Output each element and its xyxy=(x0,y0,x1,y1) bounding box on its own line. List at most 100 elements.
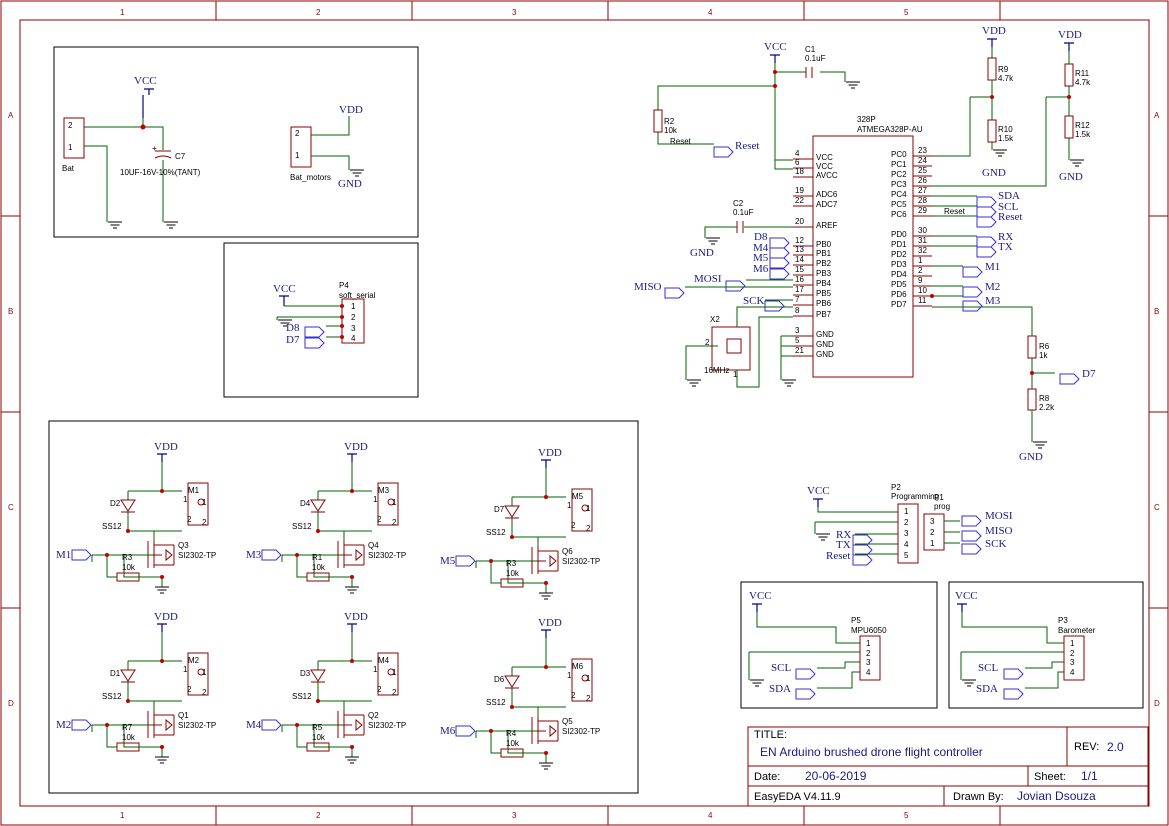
ground-icon xyxy=(749,679,765,687)
r10-label: R10 xyxy=(998,125,1013,134)
diode-ref: D6 xyxy=(494,675,505,684)
motor-connector xyxy=(187,482,209,526)
net-flag-icon xyxy=(976,216,997,228)
mcu-pin-name: PD4 xyxy=(891,270,907,279)
resistor-wire xyxy=(106,725,162,748)
vcc-label: VCC xyxy=(273,283,296,295)
vdd-label: VDD xyxy=(154,611,178,623)
motor-pin2-b: 2 xyxy=(586,524,591,533)
mcu-pin-number: 21 xyxy=(795,346,804,355)
schottky-diode-icon xyxy=(120,669,136,683)
vdd-power-icon xyxy=(541,459,551,468)
battery-section: 2 1 Bat VCC + C7 10UF-16V-10%(TANT) 2 1 … xyxy=(53,46,419,238)
net-flag-icon xyxy=(961,543,982,555)
mcu-pin-name: PC5 xyxy=(891,200,907,209)
r12-value: 1.5k xyxy=(1075,130,1091,139)
bat-pin1-label: 1 xyxy=(68,143,73,152)
ground-icon xyxy=(992,149,1008,157)
diode-ref: D1 xyxy=(110,669,121,678)
resistor-value: 10k xyxy=(122,733,136,742)
p2-pin2: 2 xyxy=(904,518,909,527)
schottky-diode-icon xyxy=(120,499,136,513)
mcu-pin-name: PD2 xyxy=(891,250,907,259)
net-flag-icon xyxy=(725,280,746,292)
vcc-power-icon xyxy=(143,88,155,96)
sda-net-label: SDA xyxy=(998,190,1020,202)
diode-ref: D2 xyxy=(110,499,121,508)
row-label-a-right: A xyxy=(1154,111,1160,120)
schottky-diode-icon xyxy=(504,675,520,689)
ground-icon xyxy=(345,756,359,764)
miso-net-label: MISO xyxy=(985,525,1013,537)
motor-pin2-b: 2 xyxy=(202,518,207,527)
resistor-wire xyxy=(490,561,546,584)
mosfet-ref: Q6 xyxy=(562,547,573,556)
motor-pin1: 1 xyxy=(183,495,188,504)
motor-pin1: 1 xyxy=(373,495,378,504)
sda-net-label: SDA xyxy=(976,683,998,695)
net-flag-icon xyxy=(304,326,325,338)
p5-pin3: 3 xyxy=(866,658,871,667)
mcu-pin-number: 26 xyxy=(918,176,927,185)
net-flag-icon xyxy=(795,668,816,680)
mcu-pin-name: PD6 xyxy=(891,290,907,299)
mcu-pin-number: 14 xyxy=(795,255,804,264)
mcu-pin-name: PC4 xyxy=(891,190,907,199)
ground-icon xyxy=(686,379,702,387)
mosfet-diode-icon xyxy=(549,724,557,738)
barometer-label: Barometer xyxy=(1058,626,1096,635)
net-flag-icon xyxy=(455,725,476,737)
vcc-label: VCC xyxy=(749,590,772,602)
diode-value: SS12 xyxy=(486,698,506,707)
gate-wire xyxy=(281,724,338,732)
mcu-pin-number: 12 xyxy=(795,236,804,245)
motor-pin2-b: 2 xyxy=(202,688,207,697)
mosfet-ref: Q2 xyxy=(368,711,379,720)
r9-label: R9 xyxy=(998,65,1009,74)
mosfet-value: SI2302-TP xyxy=(562,727,600,736)
vdd-power-icon xyxy=(157,623,167,632)
mcu-right-pins: 23PC024PC125PC226PC327PC428PC529PC630PD0… xyxy=(891,146,932,309)
row-label-d: D xyxy=(8,699,14,708)
r9-value: 4.7k xyxy=(998,74,1014,83)
programming-section: VCC P2 Programming 1 2 3 4 5 RX TX Reset… xyxy=(807,483,1013,566)
p5-pin1: 1 xyxy=(866,639,871,648)
vcc-label: VCC xyxy=(807,485,830,497)
c1-label: C1 xyxy=(805,45,816,54)
net-flag-icon xyxy=(976,196,997,208)
ground-icon xyxy=(1069,159,1085,167)
scl-net-label: SCL xyxy=(998,201,1018,213)
mcu-part: ATMEGA328P-AU xyxy=(857,125,923,134)
mcu-pin-number: 13 xyxy=(795,245,804,254)
barometer-section: VCC P3 Barometer 1 2 3 4 SCL SDA xyxy=(948,581,1144,709)
col-label-3-bottom: 3 xyxy=(512,811,517,820)
mcu-pin-number: 11 xyxy=(918,296,927,305)
p4-label: P4 xyxy=(339,281,349,290)
reset-net-label: Reset xyxy=(998,211,1022,223)
r6-value: 1k xyxy=(1039,351,1048,360)
net-flag-icon xyxy=(769,257,790,269)
p5-pin4: 4 xyxy=(866,668,871,677)
motor-ref: M4 xyxy=(378,656,390,665)
mcu-pin-number: 17 xyxy=(795,285,804,294)
resistor-ref: R4 xyxy=(506,729,517,738)
net-flag-icon xyxy=(764,300,785,312)
row-label-b: B xyxy=(8,307,13,316)
mcu-pin-number: 25 xyxy=(918,166,927,175)
d8-net-label: D8 xyxy=(286,322,300,334)
mcu-pin-name: PC1 xyxy=(891,160,907,169)
ground-icon xyxy=(345,586,359,594)
p1-label: P1 xyxy=(934,493,944,502)
p3-label: P3 xyxy=(1058,616,1068,625)
mcu-pin-number: 31 xyxy=(918,236,927,245)
row-label-c: C xyxy=(8,503,14,512)
rev-label: REV: xyxy=(1074,741,1099,753)
p2-label: P2 xyxy=(891,483,901,492)
motor-pin1-b: 1 xyxy=(586,674,591,683)
x2-value: 16MHz xyxy=(704,366,729,375)
